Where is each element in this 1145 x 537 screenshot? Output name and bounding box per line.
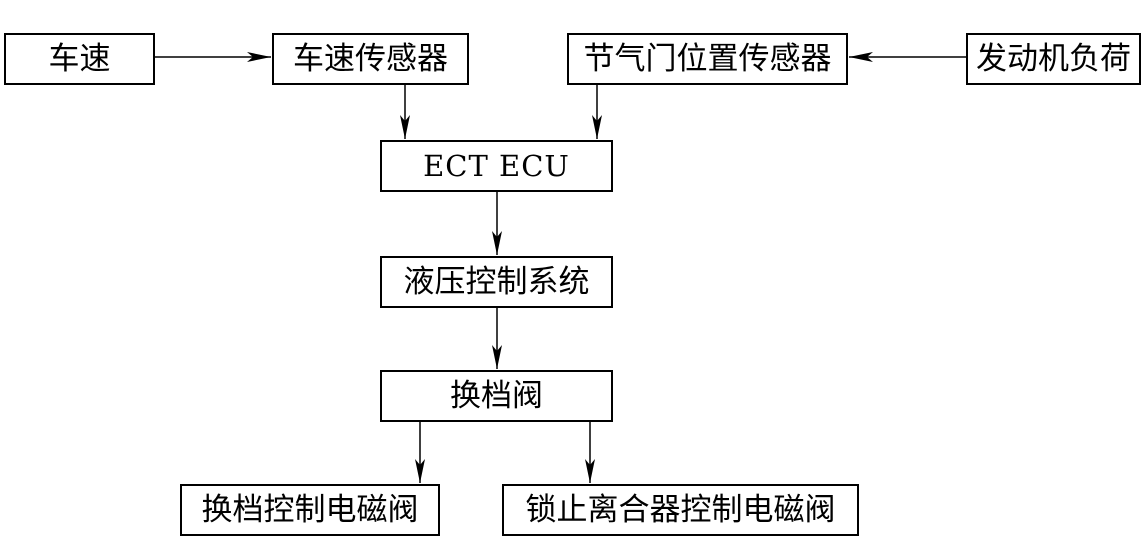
node-vehicle-speed: 车速	[4, 33, 155, 85]
node-hydraulic-control-system: 液压控制系统	[380, 256, 613, 308]
node-label: 发动机负荷	[976, 40, 1131, 77]
node-engine-load: 发动机负荷	[966, 33, 1141, 85]
node-label: ECT ECU	[423, 148, 570, 183]
node-shift-valve: 换档阀	[380, 370, 613, 422]
node-throttle-position-sensor: 节气门位置传感器	[567, 33, 848, 85]
node-label: 锁止离合器控制电磁阀	[525, 491, 836, 528]
node-shift-control-solenoid: 换档控制电磁阀	[180, 484, 440, 536]
node-speed-sensor: 车速传感器	[272, 33, 469, 85]
node-label: 节气门位置传感器	[583, 40, 832, 77]
node-label: 车速	[48, 40, 111, 77]
node-lockup-clutch-solenoid: 锁止离合器控制电磁阀	[502, 484, 859, 536]
node-label: 液压控制系统	[403, 263, 590, 300]
node-label: 换档控制电磁阀	[201, 491, 419, 528]
node-label: 换档阀	[450, 377, 543, 414]
node-ect-ecu: ECT ECU	[380, 140, 613, 192]
node-label: 车速传感器	[293, 40, 448, 77]
